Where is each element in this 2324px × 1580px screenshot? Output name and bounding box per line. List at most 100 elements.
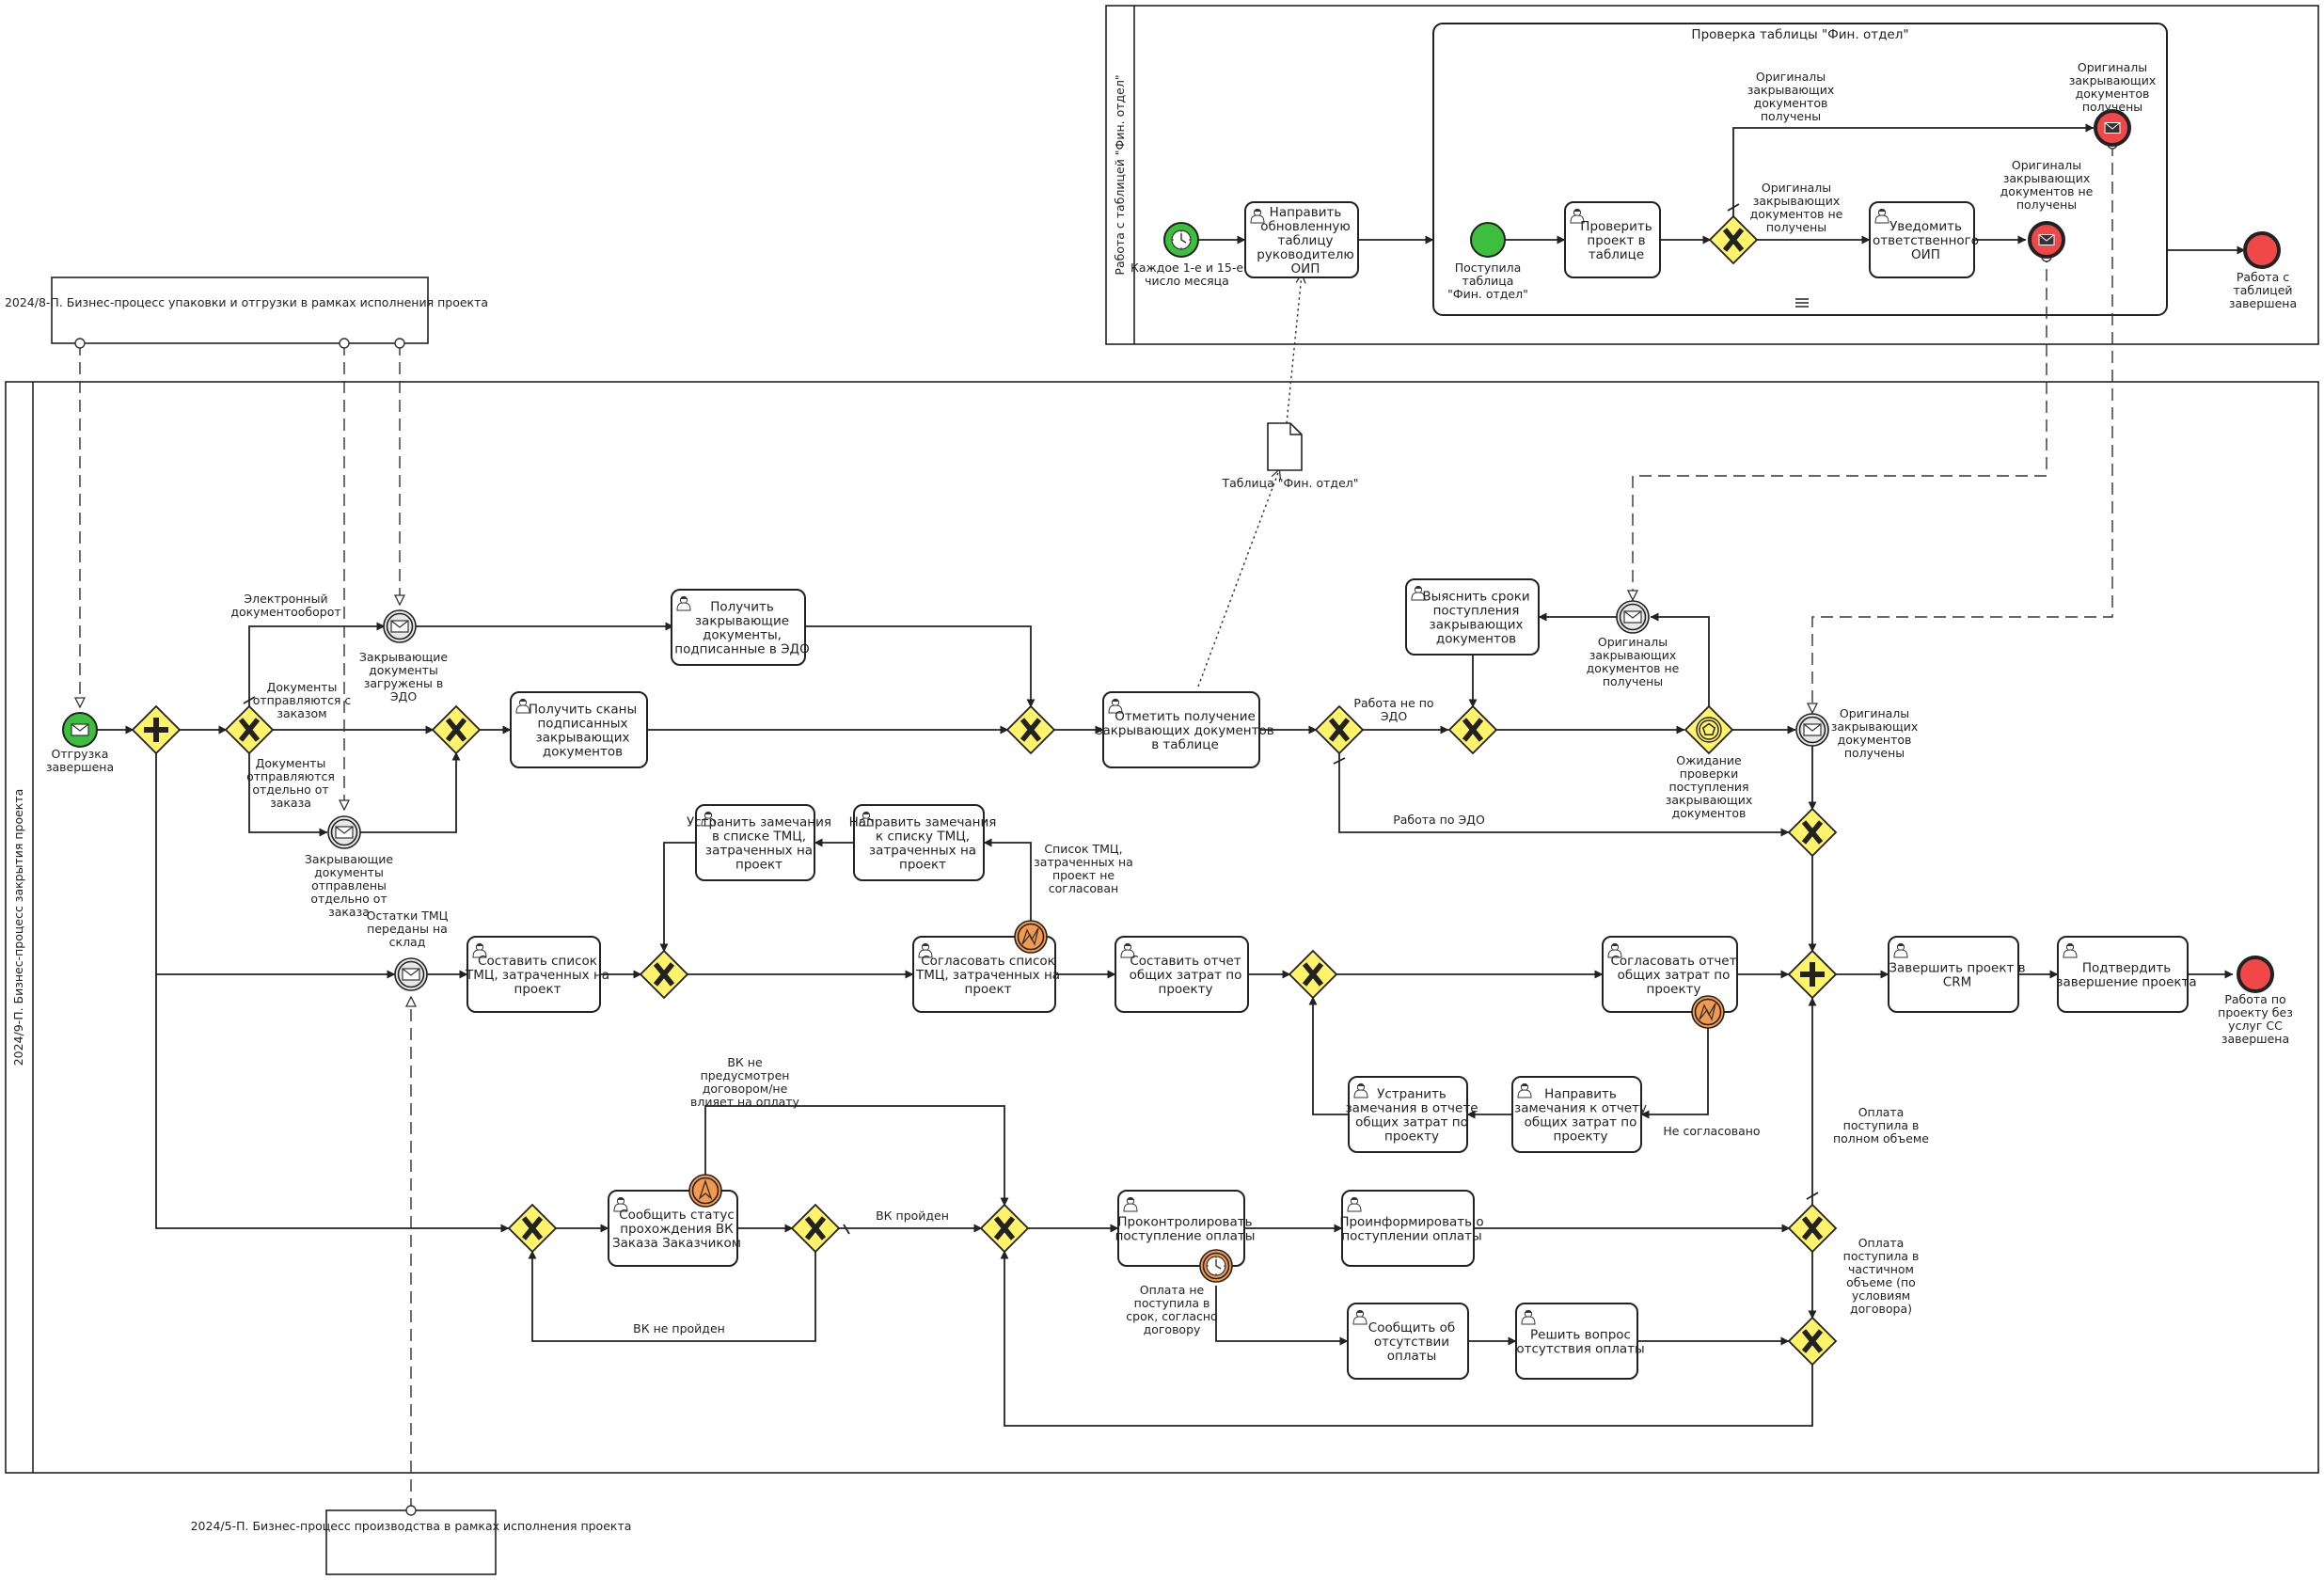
timer-boundary-payment[interactable] xyxy=(1199,1249,1233,1283)
exclusive-gateway[interactable] xyxy=(507,1203,558,1254)
exclusive-gateway[interactable] xyxy=(431,704,482,755)
events-layer xyxy=(62,109,2281,1283)
envelope-icon xyxy=(1623,610,1642,624)
pool-main[interactable]: 2024/9-П. Бизнес-процесс закрытия проект… xyxy=(5,381,2319,1474)
parallel-gateway[interactable] xyxy=(1787,949,1838,1000)
exclusive-gateway[interactable] xyxy=(1787,1203,1838,1254)
end-event-table-done[interactable] xyxy=(2243,231,2281,269)
message-event-originals-got[interactable] xyxy=(1795,713,1829,747)
start-event-shipping-done[interactable] xyxy=(62,712,98,748)
exclusive-gateway[interactable] xyxy=(639,949,689,1000)
x-icon xyxy=(1722,228,1745,252)
pool-fin-label: Работа с таблицей "Фин. отдел" xyxy=(1113,74,1127,275)
x-icon xyxy=(1801,820,1824,845)
plus-icon xyxy=(144,718,168,742)
exclusive-gateway[interactable] xyxy=(1314,704,1365,755)
external-pool-production-label: 2024/5-П. Бизнес-процесс производства в … xyxy=(191,1519,632,1533)
exclusive-gateway[interactable] xyxy=(1708,214,1759,265)
end-event-originals-not[interactable] xyxy=(2028,221,2065,259)
x-icon xyxy=(1462,718,1484,742)
message-event-edo[interactable] xyxy=(383,609,417,643)
error-boundary-report[interactable] xyxy=(1691,995,1725,1029)
end-event-project-done[interactable] xyxy=(2237,956,2274,993)
flow-label-f-not-agreed: Не согласовано xyxy=(1663,1124,1760,1138)
exclusive-gateway[interactable] xyxy=(224,704,275,755)
exclusive-gateway[interactable] xyxy=(790,1203,841,1254)
external-pool-production[interactable]: 2024/5-П. Бизнес-процесс производства в … xyxy=(191,1509,632,1575)
exclusive-gateway[interactable] xyxy=(1005,704,1056,755)
error-boundary-tmc[interactable] xyxy=(1014,920,1048,954)
start-event-table-received[interactable] xyxy=(1470,222,1506,258)
external-pool-packing[interactable]: 2024/8-П. Бизнес-процесс упаковки и отгр… xyxy=(5,276,488,344)
event-based-gateway[interactable] xyxy=(1684,704,1734,755)
pool-main-label: 2024/9-П. Бизнес-процесс закрытия проект… xyxy=(11,789,25,1066)
parallel-gateway[interactable] xyxy=(131,704,182,755)
exclusive-gateway[interactable] xyxy=(1787,807,1838,858)
envelope-icon xyxy=(71,723,89,736)
plus-icon xyxy=(1800,962,1825,987)
exclusive-gateway[interactable] xyxy=(1787,1316,1838,1367)
message-event-tmc[interactable] xyxy=(394,957,428,991)
message-event-separate[interactable] xyxy=(327,815,361,849)
envelope-icon xyxy=(390,620,409,633)
exclusive-gateway[interactable] xyxy=(1447,704,1498,755)
envelope-icon xyxy=(2038,234,2055,245)
loop-icon xyxy=(1795,298,1809,308)
exclusive-gateway[interactable] xyxy=(979,1203,1030,1254)
end-event-originals-got[interactable] xyxy=(2094,109,2131,147)
data-object-fin-table[interactable]: Таблица "Фин. отдел" xyxy=(1221,422,1359,490)
timer-start-event[interactable] xyxy=(1163,222,1199,258)
exclusive-gateway[interactable] xyxy=(1288,949,1338,1000)
pentagon-icon xyxy=(1701,722,1716,736)
subprocess-title: Проверка таблицы "Фин. отдел" xyxy=(1691,27,1908,42)
message-event-originals-not[interactable] xyxy=(1616,600,1650,634)
x-icon xyxy=(445,718,467,742)
message-flows xyxy=(75,138,2118,1516)
escalation-boundary-vk[interactable] xyxy=(688,1174,722,1208)
